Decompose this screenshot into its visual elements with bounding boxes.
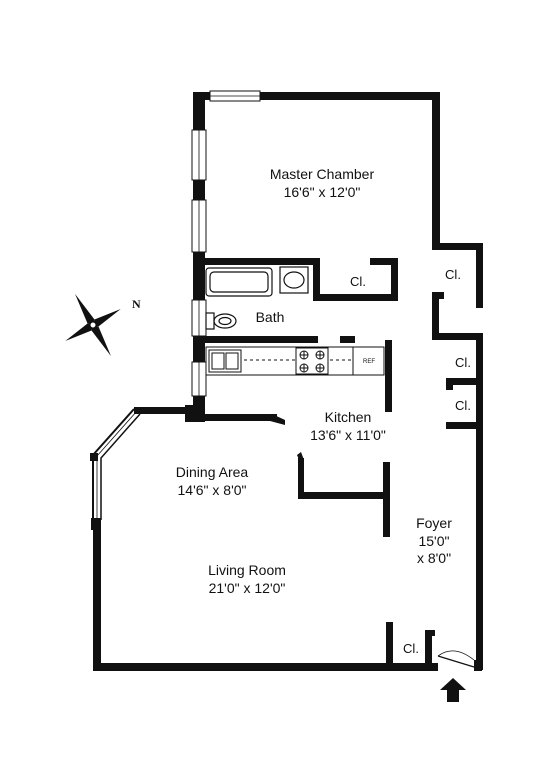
windows xyxy=(191,90,261,397)
closet-label-hall-2: Cl. xyxy=(455,398,471,413)
living-room-size: 21'0" x 12'0" xyxy=(209,580,286,596)
closet-label-hall-1: Cl. xyxy=(455,355,471,370)
compass-icon xyxy=(65,293,121,357)
closet-label-master: Cl. xyxy=(445,267,461,282)
master-chamber-size: 16'6" x 12'0" xyxy=(284,184,361,200)
foyer-size-width: x 8'0" xyxy=(417,550,451,566)
bay-window xyxy=(90,408,185,530)
refrigerator-label: REF xyxy=(363,359,375,365)
closet-label-bath: Cl. xyxy=(350,274,366,289)
entry-door xyxy=(437,650,475,668)
foyer-name: Foyer xyxy=(416,515,452,531)
foyer-size-length: 15'0" xyxy=(418,533,449,549)
kitchen-size: 13'6" x 11'0" xyxy=(310,427,386,443)
dining-area-name: Dining Area xyxy=(176,464,249,480)
sink xyxy=(279,266,309,294)
stove xyxy=(295,347,329,375)
compass-north-label: N xyxy=(132,297,141,311)
master-chamber-name: Master Chamber xyxy=(270,166,375,182)
bathtub xyxy=(205,267,273,297)
living-room-name: Living Room xyxy=(208,562,286,578)
interior-walls xyxy=(193,258,483,667)
entry-arrow-icon xyxy=(440,678,466,702)
kitchen-name: Kitchen xyxy=(325,409,372,425)
toilet xyxy=(205,312,237,330)
closet-label-foyer: Cl. xyxy=(403,641,419,656)
refrigerator: REF xyxy=(352,346,385,376)
kitchen-sink xyxy=(208,349,242,373)
bath-name: Bath xyxy=(256,309,285,325)
dining-area-size: 14'6" x 8'0" xyxy=(178,482,247,498)
